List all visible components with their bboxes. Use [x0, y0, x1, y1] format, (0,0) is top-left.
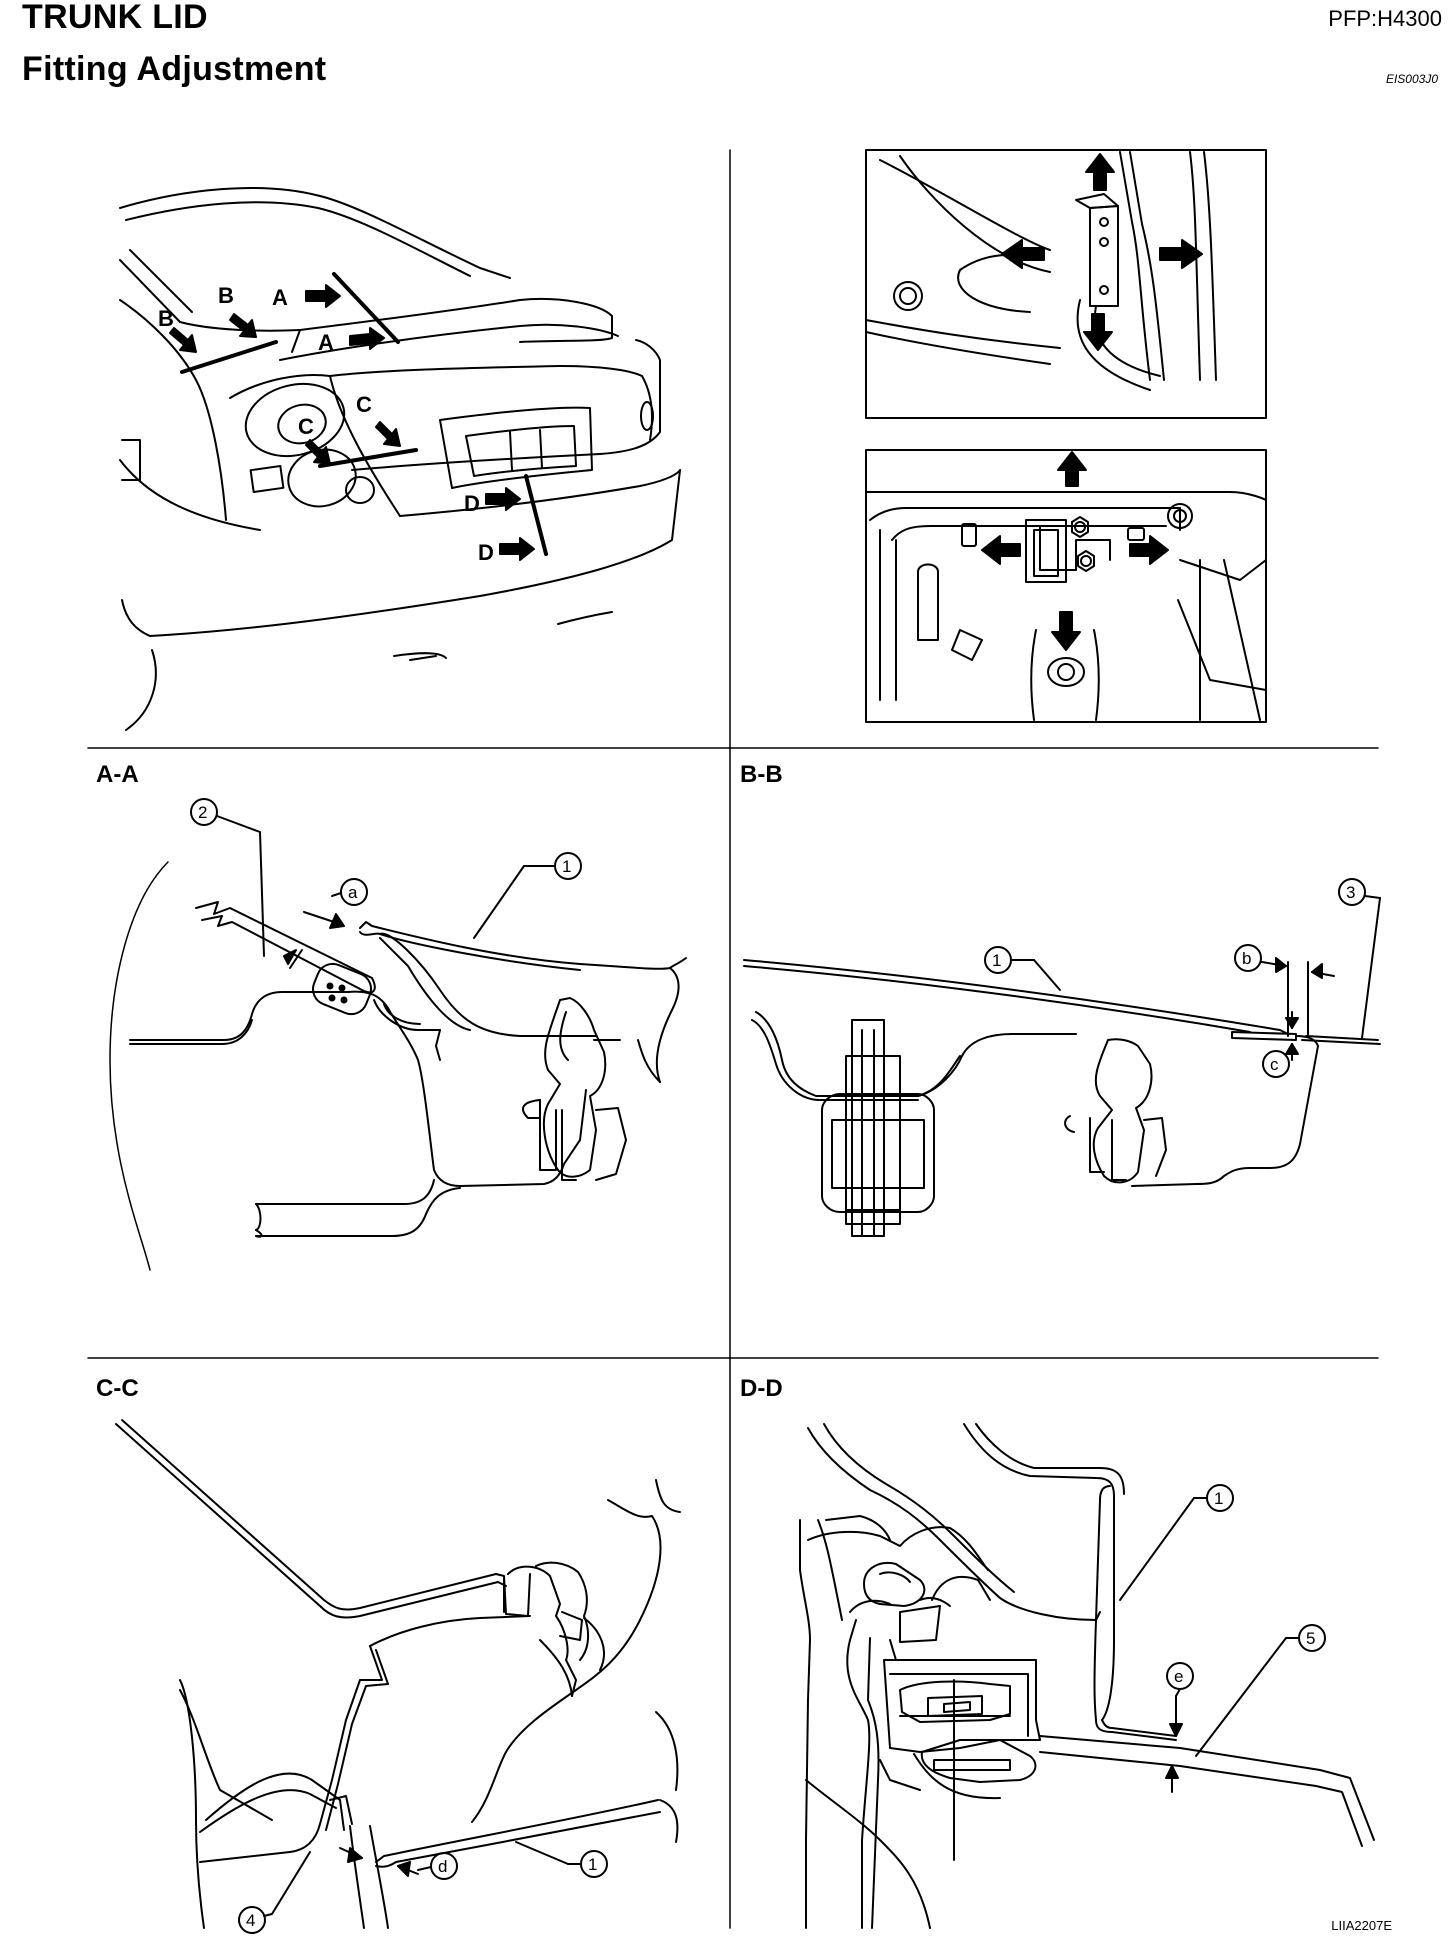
view-markers: A A B B C C D D: [158, 283, 535, 565]
callout-1-aa: 1: [562, 857, 571, 876]
car-rear-view: [119, 187, 681, 731]
page-subtitle: Fitting Adjustment: [22, 50, 327, 88]
callout-2: 2: [198, 803, 207, 822]
marker-b-2: B: [218, 283, 234, 308]
section-cc-label: C-C: [96, 1375, 139, 1402]
marker-a-2: A: [318, 330, 334, 355]
section-code: EIS003J0: [1385, 72, 1438, 86]
section-aa-label: A-A: [96, 761, 139, 788]
section-cc: C-C d: [96, 1375, 681, 1934]
label-b: b: [1242, 949, 1251, 968]
callout-1-bb: 1: [992, 951, 1001, 970]
callout-3: 3: [1346, 883, 1355, 902]
callout-1-dd: 1: [1214, 1489, 1223, 1508]
marker-d-1: D: [464, 491, 480, 516]
page-title: TRUNK LID: [22, 0, 208, 36]
label-e: e: [1174, 1667, 1183, 1686]
label-d: d: [438, 1857, 447, 1876]
panel-dividers: [87, 149, 1379, 1929]
section-aa: A-A: [96, 761, 687, 1271]
section-arrow-b-right: [229, 313, 257, 338]
section-bb: B-B b c: [740, 761, 1381, 1237]
section-dd-label: D-D: [740, 1375, 783, 1402]
section-arrow-a-bottom: [349, 327, 385, 350]
marker-c-2: C: [356, 392, 372, 417]
callout-1-cc: 1: [588, 1855, 597, 1874]
section-arrow-c-left: [305, 439, 331, 465]
section-arrow-a-top: [305, 284, 341, 308]
marker-d-2: D: [478, 540, 494, 565]
striker-detail-box: [865, 449, 1267, 723]
section-arrow-b-left: [169, 327, 197, 353]
section-dd: D-D: [740, 1375, 1375, 1929]
figure-id: LIIA2207E: [1331, 1918, 1392, 1933]
marker-b-1: B: [158, 306, 174, 331]
marker-a-1: A: [272, 285, 288, 310]
label-a: a: [348, 883, 358, 902]
section-arrow-c-right: [375, 421, 401, 447]
section-arrow-d-bottom: [499, 537, 535, 561]
callout-5: 5: [1306, 1629, 1315, 1648]
callout-4: 4: [246, 1911, 255, 1930]
label-c: c: [1270, 1055, 1279, 1074]
marker-c-1: C: [298, 414, 314, 439]
hinge-detail-box: [865, 149, 1267, 419]
part-code: PFP:H4300: [1328, 6, 1442, 31]
section-bb-label: B-B: [740, 761, 783, 788]
section-arrow-d-top: [485, 487, 521, 511]
